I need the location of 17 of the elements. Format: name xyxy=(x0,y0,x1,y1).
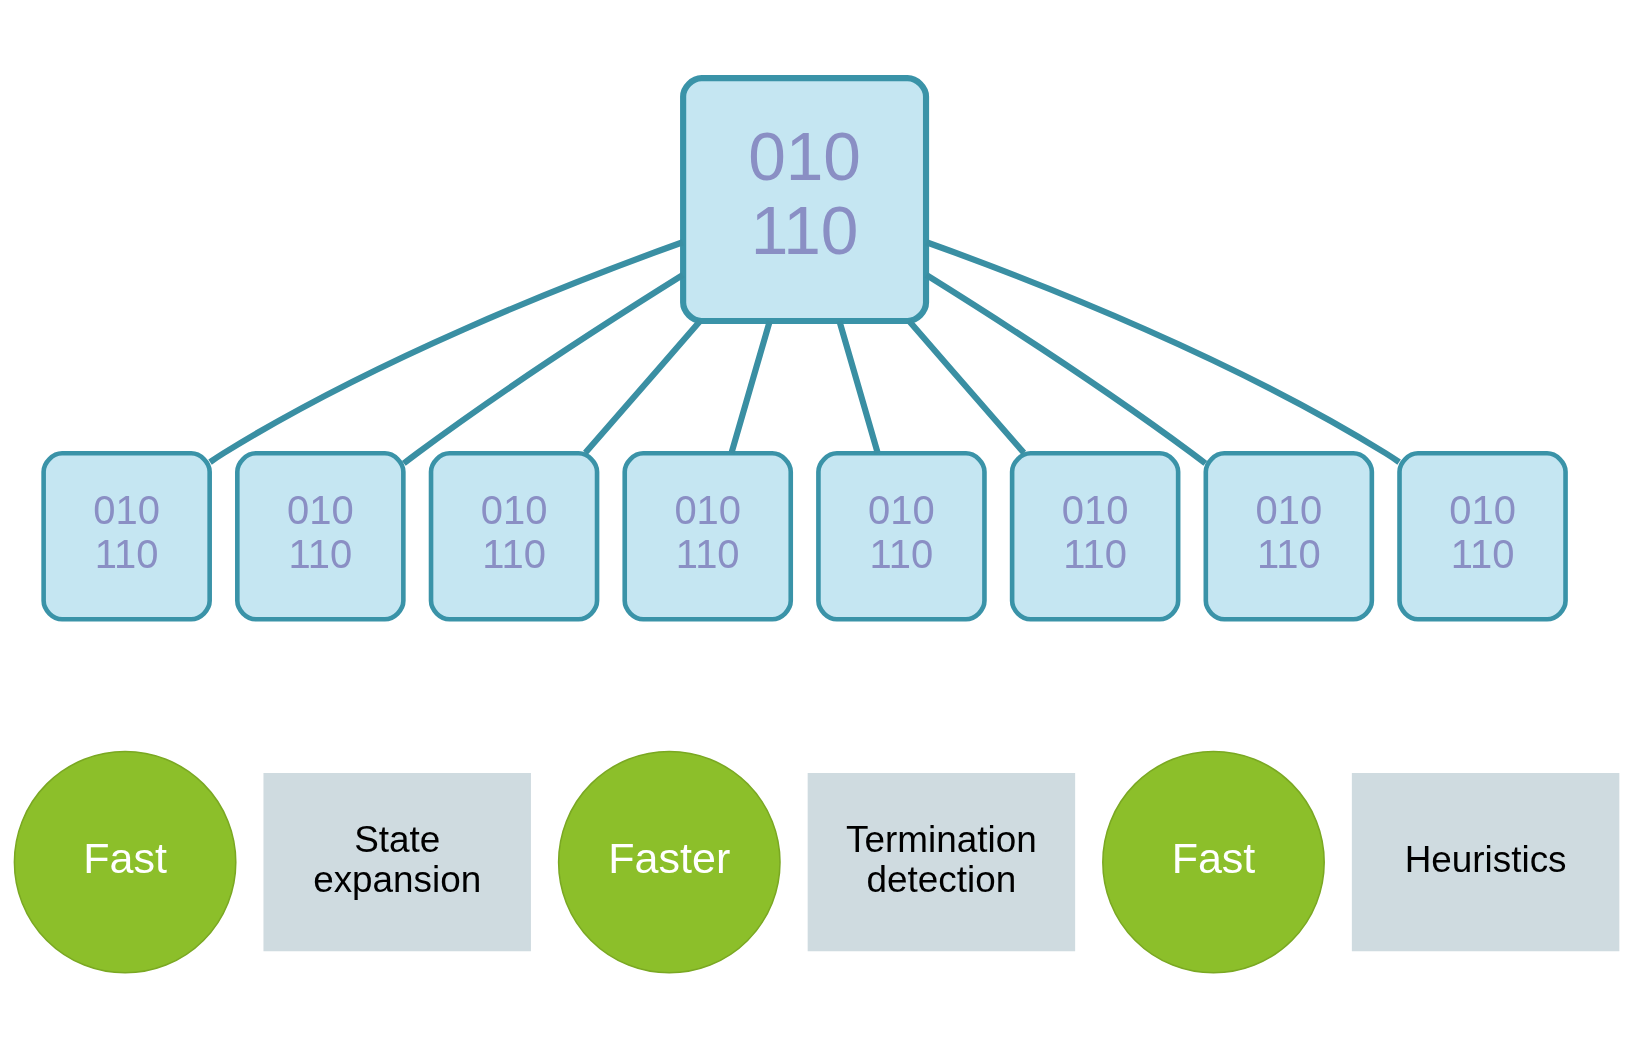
connector xyxy=(906,318,1027,455)
node-circle: Fast xyxy=(13,750,237,974)
connector xyxy=(208,238,684,465)
node-box: 010 110 xyxy=(1009,450,1181,622)
node-box: 010 110 xyxy=(235,450,406,622)
node-circle: Faster xyxy=(557,750,781,974)
node-circle: Fast xyxy=(1102,750,1325,974)
node-box: Heuristics xyxy=(1351,772,1620,951)
node-box: State expansion xyxy=(263,772,531,951)
node-box: Termination detection xyxy=(807,772,1076,951)
node-box: 010 110 xyxy=(41,450,212,622)
node-box: 010 110 xyxy=(680,74,930,324)
node-box: 010 110 xyxy=(816,450,987,622)
node-box: 010 110 xyxy=(622,450,794,622)
node-box: 010 110 xyxy=(1203,450,1375,622)
node-box: 010 110 xyxy=(428,450,600,622)
node-box: 010 110 xyxy=(1397,450,1568,622)
